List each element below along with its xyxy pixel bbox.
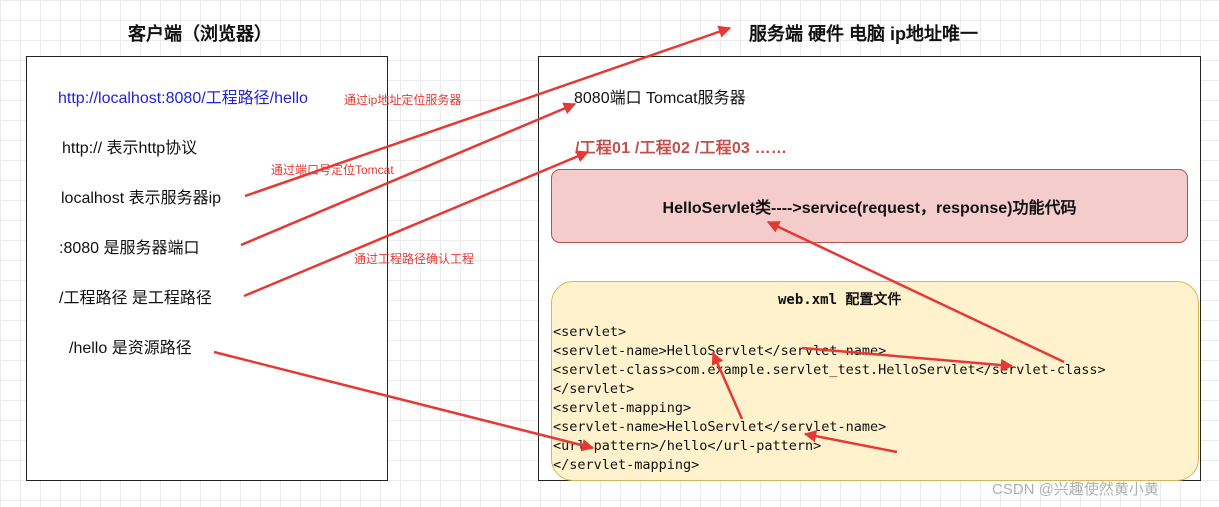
note-project: 通过工程路径确认工程 [354, 252, 475, 266]
xml-line: </servlet> [553, 381, 635, 397]
arrow-project-to-projects [243, 150, 590, 298]
xml-line: <servlet-name>HelloServlet</servlet-name… [553, 419, 887, 435]
arrow-servlet-name-to-class [801, 346, 1014, 372]
client-title: 客户端（浏览器） [128, 24, 272, 44]
server-projects: /工程01 /工程02 /工程03 …… [575, 140, 788, 157]
xml-line: <servlet> [553, 324, 627, 340]
arrow-resource-to-url-pattern [213, 350, 595, 452]
xml-line: </servlet-mapping> [553, 457, 700, 473]
watermark: CSDN @兴趣使然黄小黄 [992, 481, 1159, 498]
servlet-class-label: HelloServlet类---->service(request，respon… [662, 200, 1077, 217]
arrow-port-to-tomcat [240, 102, 577, 247]
arrow-mapping-name-to-servlet-name [711, 351, 744, 420]
note-ip: 通过ip地址定位服务器 [344, 93, 462, 107]
client-url: http://localhost:8080/工程路径/hello [58, 90, 308, 107]
arrow-ip-to-server [244, 25, 732, 198]
xml-line: <servlet-mapping> [553, 400, 692, 416]
client-protocol-line: http:// 表示http协议 [62, 140, 198, 157]
xml-line: <url-pattern>/hello</url-pattern> [553, 438, 822, 454]
servlet-class-box: HelloServlet类---->service(request，respon… [551, 169, 1188, 243]
xml-line: <servlet-class>com.example.servlet_test.… [553, 362, 1106, 378]
client-port-line: :8080 是服务器端口 [59, 240, 200, 257]
arrow-url-pattern-to-mapping-name [803, 430, 898, 454]
arrow-class-to-servlet-box [766, 220, 1065, 364]
server-title: 服务端 硬件 电脑 ip地址唯一 [749, 24, 978, 44]
server-port-line: 8080端口 Tomcat服务器 [574, 90, 746, 107]
client-host-line: localhost 表示服务器ip [61, 190, 222, 207]
client-resource-line: /hello 是资源路径 [69, 340, 192, 357]
client-project-line: /工程路径 是工程路径 [59, 290, 212, 307]
note-port: 通过端口号定位Tomcat [271, 163, 394, 177]
client-box [26, 56, 388, 481]
web-xml-title: web.xml 配置文件 [778, 292, 902, 308]
